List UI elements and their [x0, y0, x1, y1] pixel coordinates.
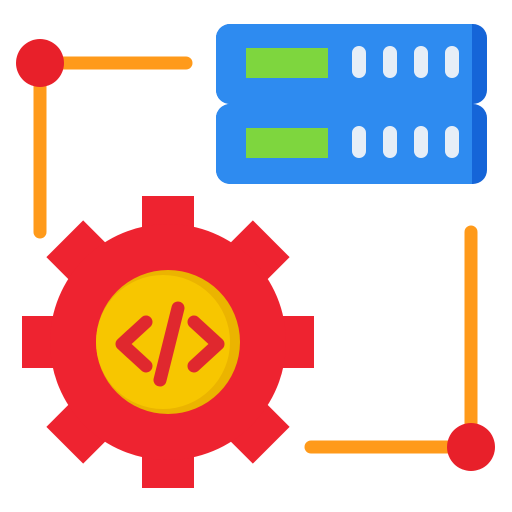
server-unit-top: [216, 24, 487, 104]
server-port: [352, 46, 366, 78]
code-right-bracket: [187, 315, 225, 373]
code-left-bracket: [115, 315, 153, 373]
server-rack-icon: [216, 24, 487, 184]
server-port: [383, 46, 397, 78]
connector-node-bottom-right: [447, 423, 495, 471]
server-indicator-light: [246, 48, 328, 78]
server-port: [445, 46, 459, 78]
code-slash: [153, 301, 185, 387]
code-brackets-icon: [115, 301, 225, 387]
server-port: [445, 126, 459, 158]
server-port: [383, 126, 397, 158]
connectors: [16, 39, 495, 471]
server-indicator-light: [246, 128, 328, 158]
server-port: [352, 126, 366, 158]
server-unit-bottom: [216, 104, 487, 184]
server-port: [414, 46, 428, 78]
connector-node-top-left: [16, 39, 64, 87]
server-port: [414, 126, 428, 158]
